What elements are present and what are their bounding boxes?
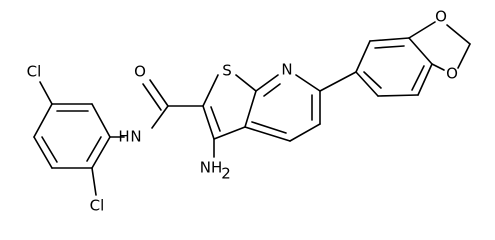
bond xyxy=(91,136,111,169)
atom-o-dioxole-top: O xyxy=(435,8,447,26)
atom-cl-bottom: Cl xyxy=(90,197,105,215)
bond xyxy=(319,71,357,92)
bond xyxy=(142,83,162,111)
atom-s-thiophene: S xyxy=(222,62,232,80)
bond xyxy=(151,105,169,129)
bond xyxy=(457,43,471,69)
atom-nh2-subscript: 2 xyxy=(221,165,231,183)
bond xyxy=(408,21,436,39)
chemical-structure-diagram: O S N N H NH 2 Cl Cl O O xyxy=(27,8,471,215)
atom-nh2: NH xyxy=(200,159,223,177)
atom-n-pyridine: N xyxy=(281,61,292,79)
bond xyxy=(91,167,97,196)
bond xyxy=(355,71,379,97)
bond xyxy=(363,71,382,89)
bond xyxy=(33,103,53,138)
bond xyxy=(446,24,471,45)
bond xyxy=(289,123,321,142)
bond xyxy=(417,63,433,96)
atom-h-amide: H xyxy=(118,128,129,146)
bond xyxy=(244,90,257,128)
bond xyxy=(263,83,281,97)
bond xyxy=(431,63,445,71)
bond xyxy=(295,74,321,92)
bond xyxy=(251,121,287,134)
atom-o-carbonyl: O xyxy=(134,63,146,81)
bond xyxy=(91,103,111,138)
bond xyxy=(235,74,257,92)
atom-cl-top: Cl xyxy=(27,63,42,81)
bond xyxy=(374,45,405,49)
bond xyxy=(33,136,53,169)
bond xyxy=(377,94,419,97)
bond xyxy=(86,136,102,162)
atom-o-dioxole-bottom: O xyxy=(446,65,458,83)
bond xyxy=(408,37,433,65)
bond xyxy=(244,126,291,142)
bond xyxy=(210,106,221,132)
bond xyxy=(39,81,53,105)
bond xyxy=(355,40,371,73)
bond xyxy=(202,74,219,107)
bond xyxy=(411,65,425,91)
bond xyxy=(255,74,279,92)
bond xyxy=(213,126,246,140)
bond xyxy=(41,136,58,163)
atom-labels: O S N N H NH 2 Cl Cl O O xyxy=(27,8,458,215)
bond xyxy=(202,105,215,140)
bond xyxy=(369,37,410,42)
bond-lines xyxy=(33,21,471,196)
atom-n-amide: N xyxy=(130,128,141,146)
bond xyxy=(149,79,169,107)
